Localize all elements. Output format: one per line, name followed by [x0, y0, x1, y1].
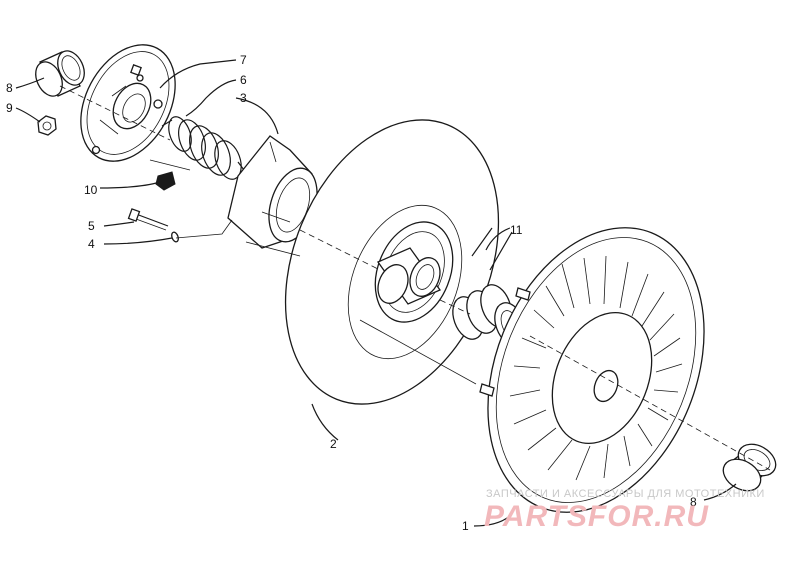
part-1-fixed-sheave	[479, 227, 705, 513]
callout-labels: 8 9 10 7 6 3 5 4 11 2 8 1	[6, 53, 697, 533]
axis-centerline	[59, 85, 771, 471]
part-9-nut	[37, 115, 57, 136]
callout-5: 5	[88, 219, 95, 233]
callout-10: 10	[84, 183, 98, 197]
part-8-bushing-top	[35, 50, 85, 97]
callout-8-top: 8	[6, 81, 13, 95]
callout-6: 6	[240, 73, 247, 87]
part-10-button	[155, 171, 176, 191]
callout-2: 2	[330, 437, 337, 451]
leader-lines	[15, 59, 737, 527]
part-2-sheave	[284, 119, 500, 405]
part-4-washer	[171, 231, 179, 243]
part-6-spring	[161, 116, 245, 180]
part-cover-plate	[80, 44, 176, 162]
callout-1: 1	[462, 519, 469, 533]
callout-11: 11	[510, 223, 523, 237]
part-8-bushing-bottom	[722, 443, 777, 492]
watermark-logo: PARTSFOR.RU	[484, 500, 709, 533]
callout-9: 9	[6, 101, 13, 115]
callout-3: 3	[240, 91, 247, 105]
part-5-bolt	[127, 208, 169, 231]
callout-4: 4	[88, 237, 95, 251]
assembly-guide-lines	[149, 159, 477, 385]
callout-7: 7	[240, 53, 247, 67]
callout-8-bottom: 8	[690, 495, 697, 509]
watermark-caption: ЗАПЧАСТИ И АКСЕССУАРЫ ДЛЯ МОТОТЕХНИКИ	[486, 488, 765, 500]
